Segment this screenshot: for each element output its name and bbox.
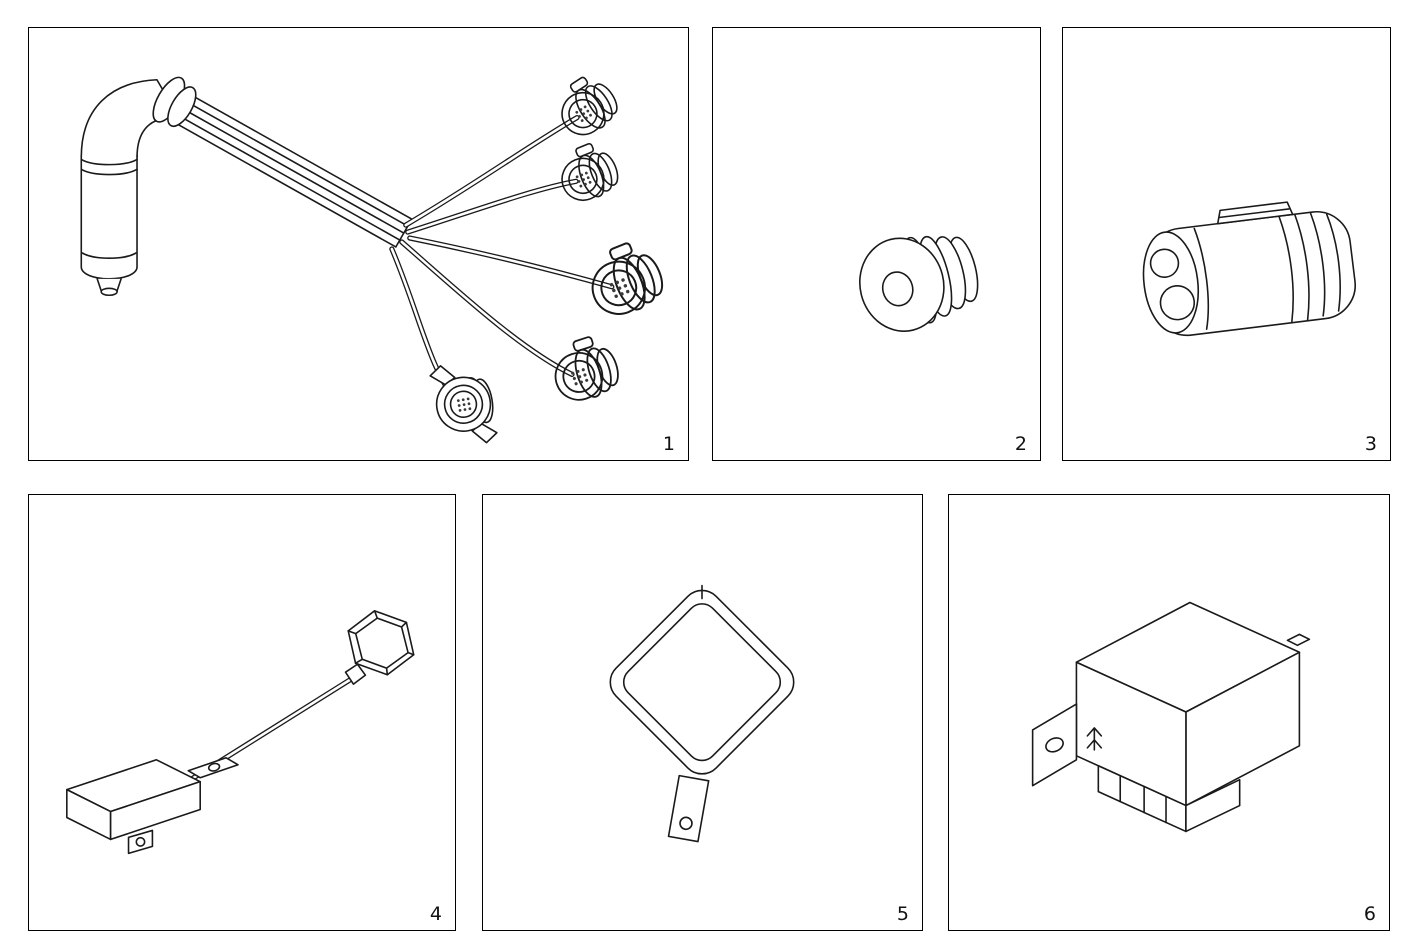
- bayonet-socket-drawing: [429, 365, 498, 444]
- hex-connector-drawing: [347, 610, 415, 676]
- wiring-harness-drawing: [80, 67, 671, 444]
- part-number-label-2: 2: [1014, 433, 1027, 455]
- part-number-label-6: 6: [1363, 903, 1376, 925]
- part-number-label-4: 4: [429, 903, 442, 925]
- panel-3: 3: [1062, 27, 1391, 461]
- panel-4: 4: [28, 494, 456, 931]
- panel-1: 1: [28, 27, 689, 461]
- part-number-label-3: 3: [1364, 433, 1377, 455]
- part-number-label-5: 5: [896, 903, 909, 925]
- relay-drawing: [609, 584, 795, 843]
- two-way-connector-drawing: [1142, 201, 1356, 337]
- panel-2: 2: [712, 27, 1041, 461]
- part-number-label-1: 1: [662, 433, 675, 455]
- panel-5: 5: [482, 494, 923, 931]
- control-module-drawing: [1031, 601, 1311, 833]
- sensor-with-lead-drawing: [66, 610, 415, 855]
- panel-6: 6: [948, 494, 1390, 931]
- threaded-plug-drawing: [858, 235, 979, 332]
